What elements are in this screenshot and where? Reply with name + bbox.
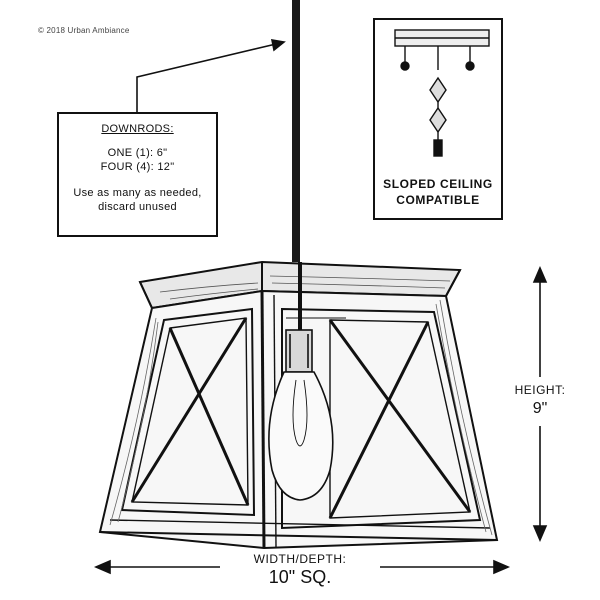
edison-bulb-icon bbox=[268, 262, 346, 501]
height-label: HEIGHT: bbox=[514, 383, 566, 397]
downrod bbox=[292, 0, 300, 262]
sloped-caption-line-1: SLOPED CEILING bbox=[383, 177, 493, 191]
downrods-info-box: DOWNRODS: ONE (1): 6" FOUR (4): 12" Use … bbox=[57, 112, 218, 237]
downrod-option-1: ONE (1): 6" bbox=[107, 147, 168, 159]
width-dimension-arrow bbox=[93, 559, 511, 575]
sloped-ceiling-caption: SLOPED CEILING COMPATIBLE bbox=[375, 176, 501, 208]
downrods-note-line-1: Use as many as needed, bbox=[73, 187, 202, 199]
downrods-note-line-2: discard unused bbox=[98, 201, 177, 213]
sloped-ceiling-box: SLOPED CEILING COMPATIBLE bbox=[373, 18, 503, 220]
copyright-text: © 2018 Urban Ambiance bbox=[38, 26, 130, 35]
width-label: WIDTH/DEPTH: bbox=[253, 552, 347, 566]
downrod-callout-arrow bbox=[136, 39, 286, 112]
swivel-joint-icon bbox=[394, 29, 490, 157]
height-value: 9" bbox=[532, 400, 548, 417]
height-dimension-arrow bbox=[532, 265, 548, 543]
width-value: 10" SQ. bbox=[268, 567, 332, 587]
downrod-option-2: FOUR (4): 12" bbox=[100, 161, 175, 173]
downrods-title: DOWNRODS: bbox=[101, 123, 174, 135]
sloped-caption-line-2: COMPATIBLE bbox=[396, 193, 480, 207]
